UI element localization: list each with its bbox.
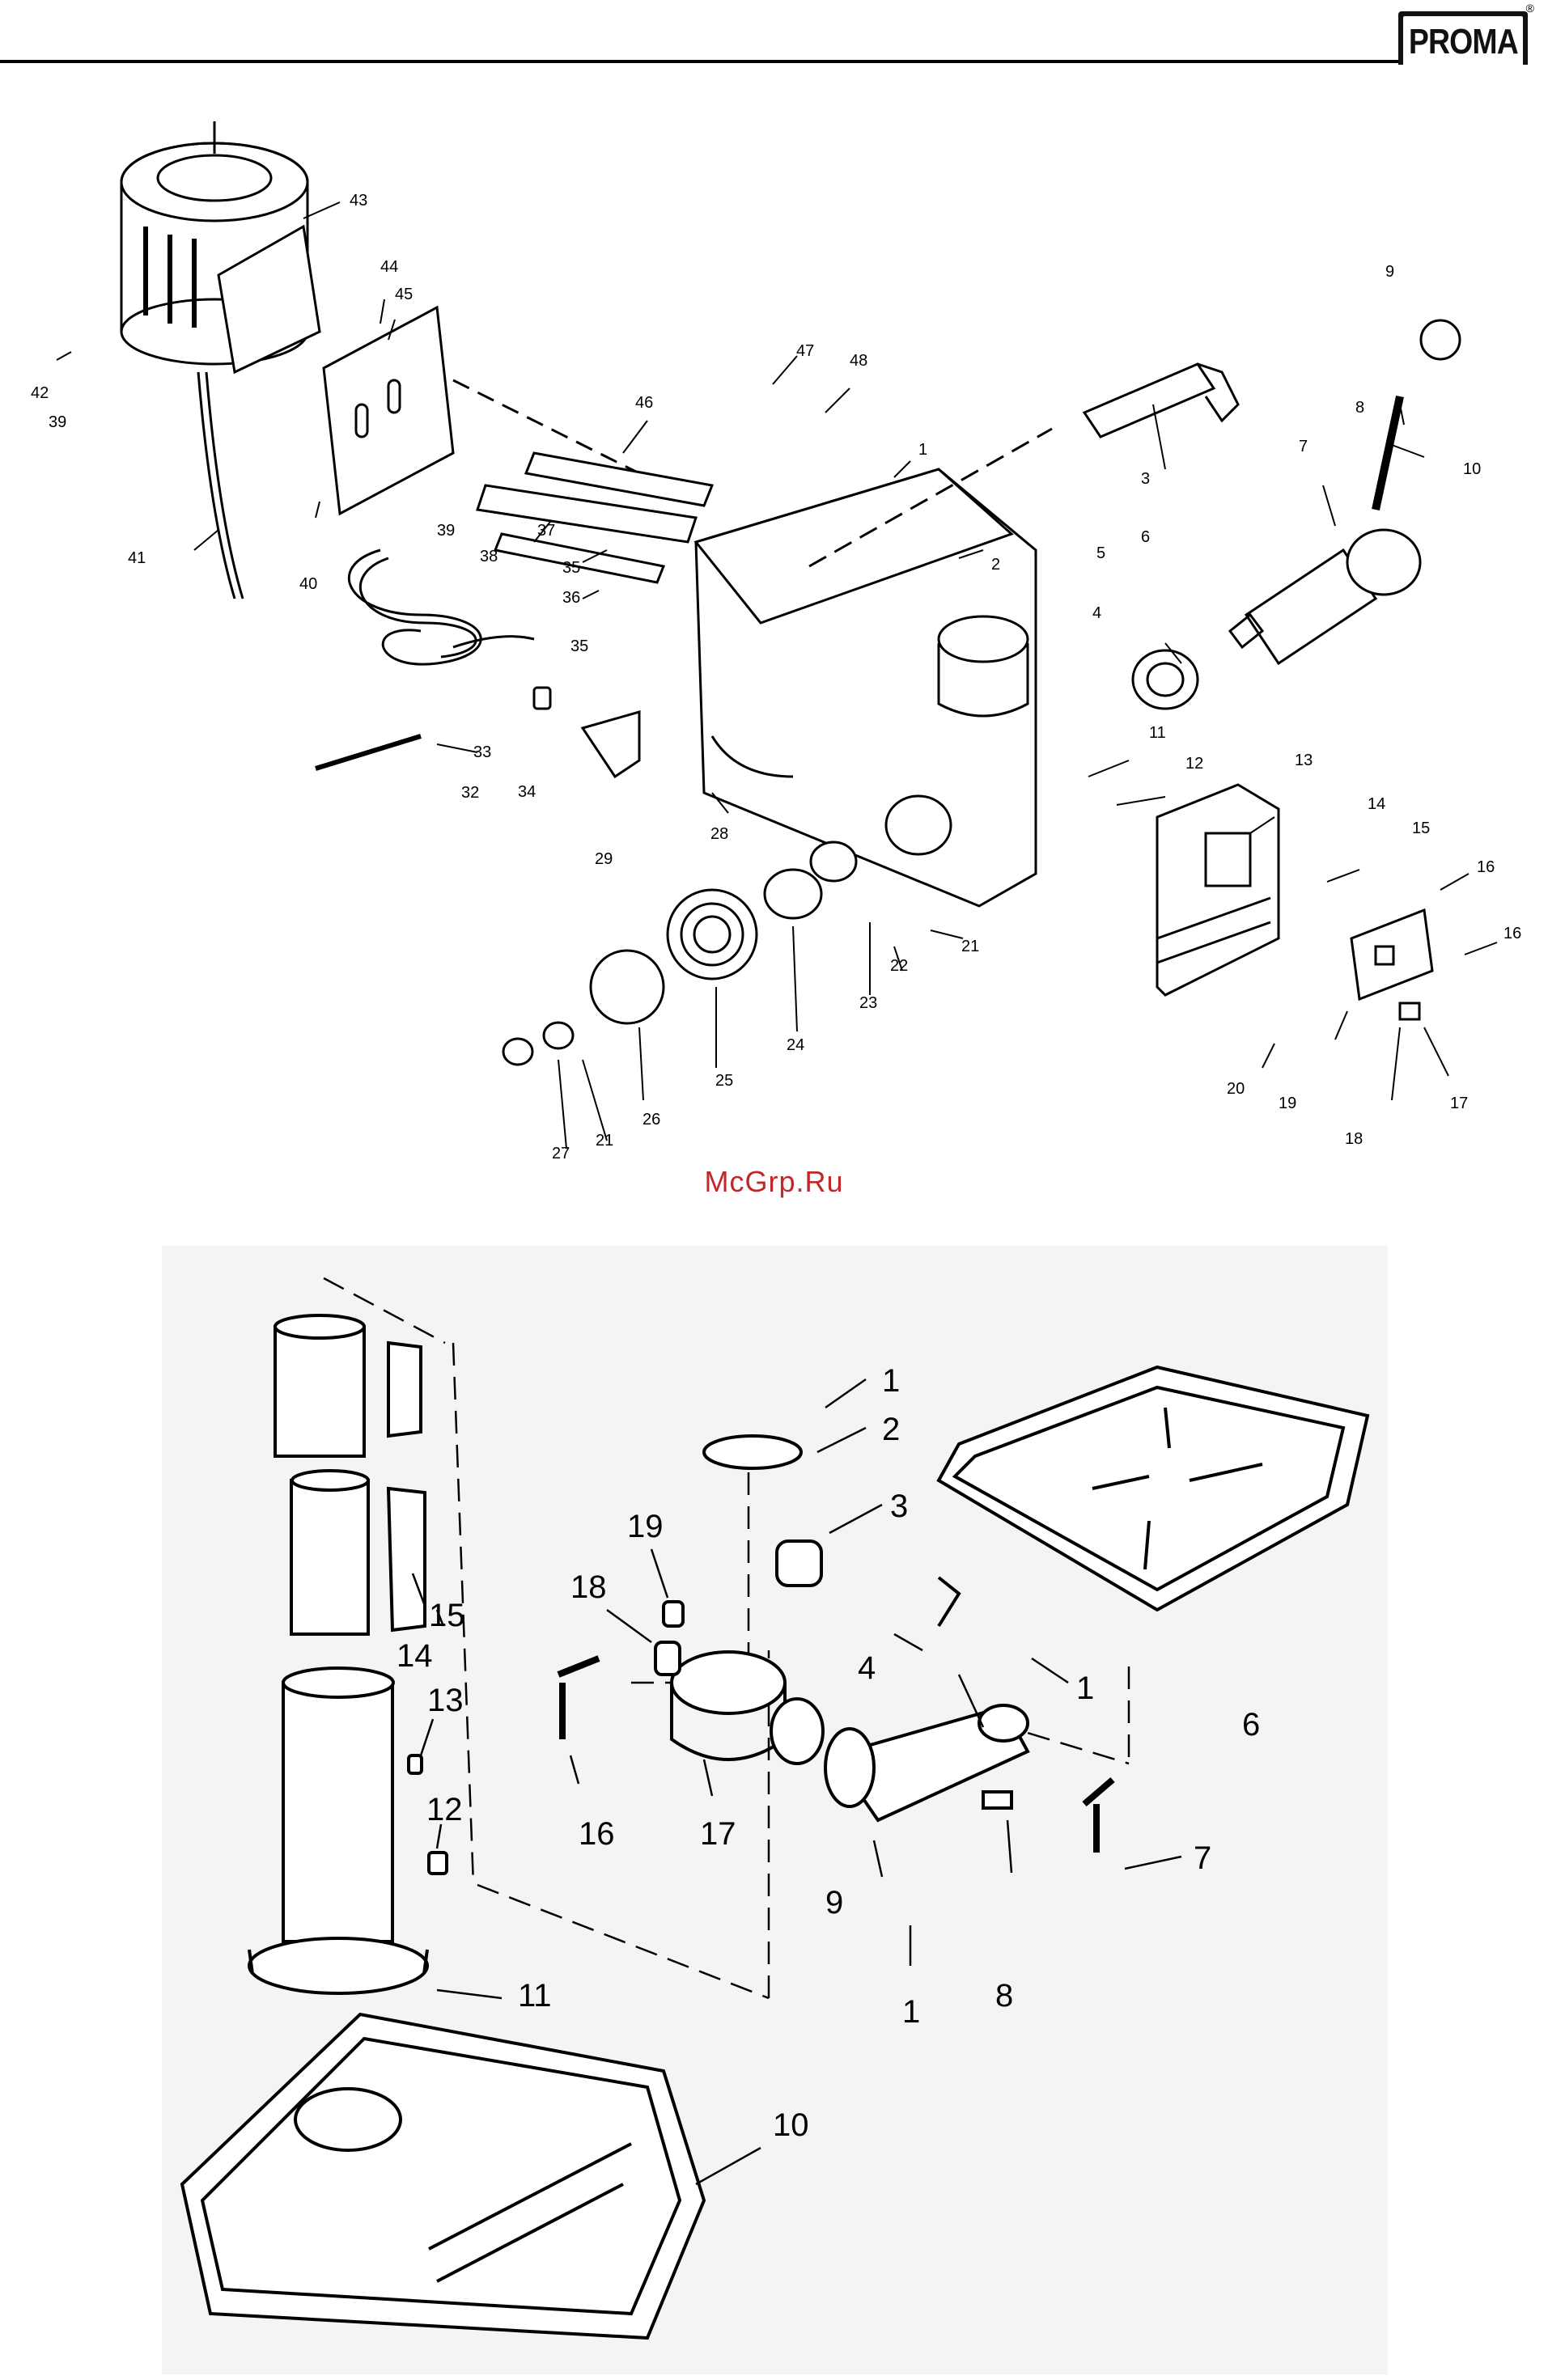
head-assembly-drawing: 43 44 45 42 39 40 39 38 46 41 37 35 36 3… <box>0 65 1548 1165</box>
callout-label: 37 <box>537 522 555 540</box>
callout-label: 48 <box>850 352 867 370</box>
callout-label: 20 <box>1227 1080 1245 1098</box>
switch-plate-illustration <box>1351 910 1432 1019</box>
callout-label: 33 <box>473 743 491 761</box>
callout-label: 23 <box>859 994 877 1012</box>
logo-text: PROMA <box>1409 22 1518 62</box>
switch-box-illustration <box>1157 785 1279 995</box>
callout-label: 38 <box>480 548 498 565</box>
callout-label: 1 <box>902 1994 920 2030</box>
callout-label: 19 <box>627 1509 664 1544</box>
registered-mark: ® <box>1526 2 1534 15</box>
callout-label: 15 <box>1412 819 1430 837</box>
callout-label: 42 <box>31 384 49 402</box>
motor-illustration <box>121 121 320 599</box>
callout-label: 9 <box>825 1885 843 1921</box>
callout-label: 5 <box>1096 544 1105 562</box>
callout-label: 6 <box>1141 528 1150 546</box>
callout-label: 6 <box>1242 1707 1260 1743</box>
callout-label: 36 <box>562 589 580 607</box>
logo-inner: PROMA <box>1403 16 1523 68</box>
callout-label: 35 <box>562 559 580 577</box>
callout-label: 45 <box>395 286 413 303</box>
callout-label: 18 <box>1345 1130 1363 1148</box>
header-rule <box>0 60 1400 63</box>
callout-label: 10 <box>773 2107 809 2143</box>
alignment-lines <box>324 1278 1129 1998</box>
callout-label: 14 <box>397 1638 433 1674</box>
base-illustration <box>182 2014 704 2338</box>
callout-label: 29 <box>595 850 613 868</box>
callout-label: 2 <box>991 556 1000 574</box>
callout-label: 3 <box>1141 470 1150 488</box>
callout-label: 18 <box>570 1569 607 1605</box>
callout-label: 39 <box>49 413 66 431</box>
callout-label: 25 <box>715 1072 733 1090</box>
callout-label: 11 <box>518 1978 552 2014</box>
callout-label: 21 <box>596 1132 613 1150</box>
callout-label: 4 <box>1092 604 1101 622</box>
column-illustration <box>249 1668 427 1993</box>
table-bracket-illustration <box>672 1436 823 1764</box>
callout-label: 17 <box>700 1816 736 1852</box>
power-cord-illustration <box>349 550 534 664</box>
callout-label: 22 <box>890 957 908 975</box>
column-tubes-illustration <box>275 1315 425 1634</box>
callout-label: 15 <box>429 1598 465 1633</box>
callout-label: 1 <box>882 1363 900 1399</box>
watermark: McGrp.Ru <box>0 1165 1548 1199</box>
callout-label: 28 <box>710 825 728 843</box>
callout-label: 1 <box>1076 1671 1094 1706</box>
callout-label: 12 <box>426 1792 463 1827</box>
head-casting-illustration <box>696 429 1052 906</box>
logo-frame: PROMA <box>1398 11 1528 73</box>
callout-label: 7 <box>1194 1840 1211 1876</box>
callout-label: 47 <box>796 342 814 360</box>
callout-label: 2 <box>882 1412 900 1447</box>
callout-label: 11 <box>1149 724 1166 742</box>
feed-handle-illustration <box>1084 364 1238 437</box>
callout-label: 35 <box>570 637 588 655</box>
table-illustration <box>939 1367 1368 1610</box>
callout-label: 17 <box>1450 1095 1468 1112</box>
callout-label: 13 <box>1295 752 1313 769</box>
callout-label: 21 <box>961 938 979 955</box>
callout-label: 19 <box>1279 1095 1296 1112</box>
callout-label: 13 <box>427 1683 464 1718</box>
callout-label: 3 <box>890 1489 908 1524</box>
depth-collar-illustration <box>1133 650 1198 709</box>
column-table-drawing: 1 2 3 19 18 4 1 6 15 14 13 16 17 12 9 8 … <box>162 1246 1388 2374</box>
callout-label: 40 <box>299 575 317 593</box>
callout-label: 7 <box>1299 438 1308 455</box>
callout-label: 26 <box>643 1111 660 1129</box>
callout-label: 12 <box>1185 755 1203 773</box>
rail-rods-illustration <box>477 453 712 582</box>
brand-logo: PROMA ® <box>1398 6 1534 73</box>
callout-label: 4 <box>858 1650 876 1686</box>
callout-label: 32 <box>461 784 479 802</box>
spindle-illustration <box>1230 320 1460 663</box>
callout-label: 41 <box>128 549 146 567</box>
head-assembly-diagram: 43 44 45 42 39 40 39 38 46 41 37 35 36 3… <box>0 65 1548 1165</box>
callout-label: 8 <box>1355 399 1364 417</box>
column-table-diagram: 1 2 3 19 18 4 1 6 15 14 13 16 17 12 9 8 … <box>162 1246 1388 2374</box>
callout-label: 14 <box>1368 795 1385 813</box>
callout-label: 8 <box>995 1978 1013 2014</box>
callout-label: 27 <box>552 1145 570 1162</box>
callout-label: 39 <box>437 522 455 540</box>
callout-label: 44 <box>380 258 398 276</box>
callout-label: 10 <box>1463 460 1481 478</box>
callout-label: 34 <box>518 783 536 801</box>
callout-label: 1 <box>918 441 927 459</box>
callout-label: 46 <box>635 394 653 412</box>
callout-label: 24 <box>787 1036 804 1054</box>
callout-label: 9 <box>1385 263 1394 281</box>
callout-label: 43 <box>350 192 367 210</box>
callout-label: 16 <box>1503 925 1521 942</box>
callout-label: 16 <box>579 1816 615 1852</box>
callout-label: 16 <box>1477 858 1495 876</box>
